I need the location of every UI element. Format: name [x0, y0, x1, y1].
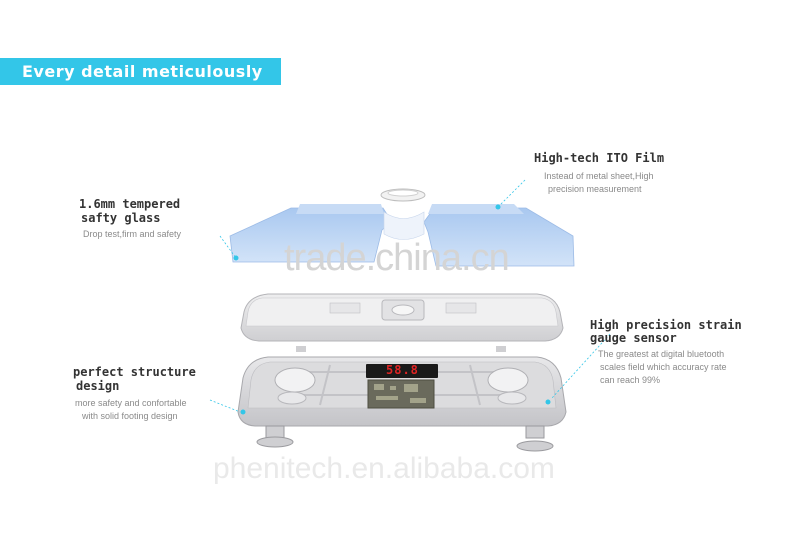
- sensor-title-1: High precision strain: [590, 318, 742, 332]
- structure-desc-2: with solid footing design: [82, 411, 178, 421]
- sensor-desc-2: scales field which accuracy rate: [600, 362, 727, 372]
- sensor-callout-dot: [545, 399, 551, 405]
- scale-feet: [256, 425, 554, 452]
- lcd-readout: 58.8: [386, 363, 419, 377]
- sensor-title-2: gauge sensor: [590, 331, 677, 345]
- lcd-display: [366, 364, 438, 378]
- sensor-desc-3: can reach 99%: [600, 375, 661, 385]
- structure-title-1: perfect structure: [73, 365, 196, 379]
- ito-desc-2: precision measurement: [548, 184, 642, 194]
- sensor-desc-1: The greatest at digital bluetooth: [598, 349, 725, 359]
- ito-desc-1: Instead of metal sheet,High: [544, 171, 654, 181]
- ito-callout-dot: [495, 204, 501, 210]
- structure-callout-dot: [240, 409, 246, 415]
- ito-title: High-tech ITO Film: [534, 151, 665, 165]
- glass-callout-dot: [233, 255, 239, 261]
- structure-desc-1: more safety and confortable: [75, 398, 187, 408]
- middle-plate: [240, 293, 564, 352]
- glass-desc-1: Drop test,firm and safety: [83, 229, 182, 239]
- tempered-glass-layer: [229, 204, 575, 267]
- top-electrode: [380, 188, 426, 202]
- callout-lines: [209, 179, 611, 413]
- glass-title-2: safty glass: [81, 211, 161, 225]
- structure-title-2: design: [76, 379, 120, 393]
- section-banner: Every detail meticulously: [0, 58, 281, 85]
- scale-base: [237, 356, 567, 427]
- glass-title-1: 1.6mm tempered: [79, 197, 181, 211]
